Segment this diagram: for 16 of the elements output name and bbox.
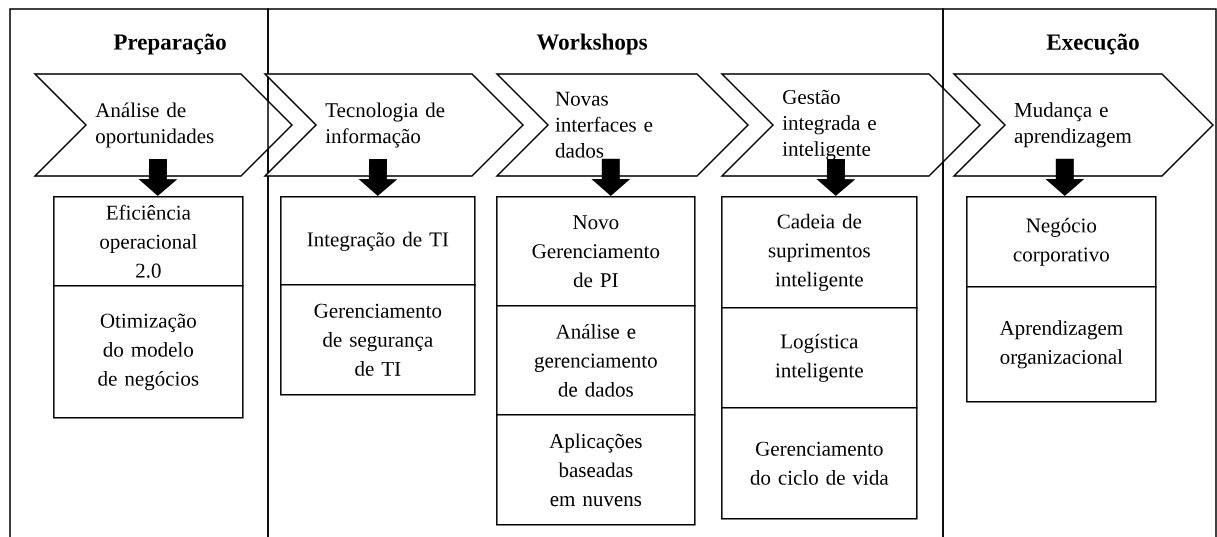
chevron-step: Mudança e aprendizagem	[952, 73, 1215, 177]
text-box: Otimização do modelo de negócios	[53, 285, 244, 419]
text-box: Eficiência operacional 2.0	[53, 196, 244, 287]
text-box: Logística inteligente	[721, 307, 918, 409]
text-box: Gerenciamento de segurança de TI	[280, 284, 476, 396]
chevron-step: Gestão integrada e inteligente	[720, 73, 982, 177]
text-box: Gerenciamento do ciclo de vida	[721, 407, 918, 520]
chevron-step: Análise de oportunidades	[33, 73, 294, 177]
text-box: Aprendizagem organizacional	[966, 286, 1157, 403]
text-box: Análise e gerenciamento de dados	[496, 305, 696, 416]
text-box: Negócio corporativo	[966, 196, 1157, 288]
chevron-step: Novas interfaces e dados	[495, 73, 750, 177]
text-box: Cadeia de suprimentos inteligente	[721, 196, 918, 309]
text-box: Integração de TI	[280, 196, 476, 287]
text-box: Aplicações baseadas em nuvens	[496, 414, 696, 526]
text-box: Novo Gerenciamento de PI	[496, 196, 696, 307]
